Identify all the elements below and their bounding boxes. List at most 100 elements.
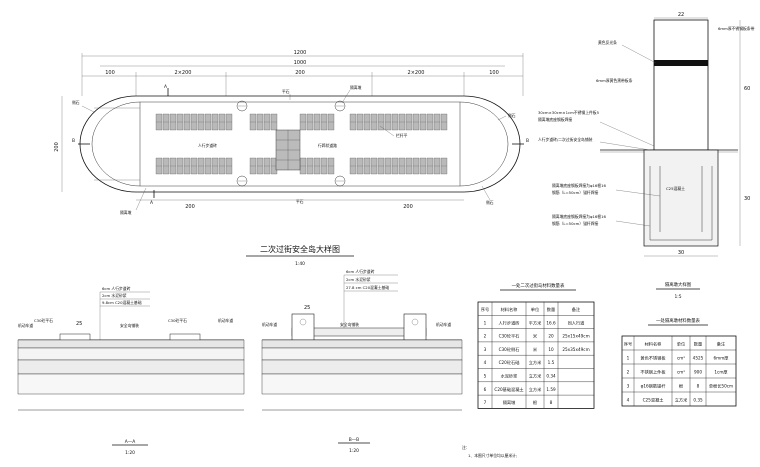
table1-cell: 根 — [533, 399, 538, 406]
pile-dim-top: 22 — [678, 12, 684, 18]
table2-cell: 立方米 — [675, 397, 688, 404]
table1-cell: 隔离墩 — [503, 399, 516, 406]
table1-cell: 2 — [484, 334, 487, 339]
bb-title: B—B — [349, 437, 359, 443]
table1-header-cell: 材料名称 — [501, 306, 518, 313]
pile-dim-h1: 60 — [744, 86, 750, 92]
table2-cell: 0.35 — [693, 398, 703, 403]
aa-note-2: 2cm 水泥砂浆 — [102, 293, 127, 298]
dim-left: 200 — [54, 142, 60, 152]
table1-cell: 25x35x49cm — [562, 347, 589, 352]
pile-label-4: 30cm×30cm×1cm不锈钢上件板5 — [538, 110, 600, 115]
table1-cell: 20 — [548, 334, 554, 339]
aa-label-5: 机动车道 — [218, 318, 233, 323]
pile-label-9: 钢筋（L=50cm）锚杆焊接 — [552, 190, 598, 195]
aa-title: A—A — [125, 439, 135, 445]
dim-seg-5: 100 — [489, 70, 499, 76]
label-side-stone-l: 侧石 — [72, 100, 80, 105]
plan-scale: 1:40 — [295, 261, 305, 267]
table2-title: 一处隔离墩材料数量表 — [656, 317, 701, 324]
table2-cell: 2 — [627, 370, 630, 375]
label-ped-path: 行蹄状道路 — [318, 143, 337, 148]
table1-cell: 10 — [548, 347, 554, 352]
bb-scale: 1:20 — [349, 448, 359, 454]
bb-dim: 25 — [304, 305, 310, 311]
table1-cell: 3 — [484, 347, 487, 352]
bb-note-3: 27.8 cm C20混凝土基础 — [346, 285, 389, 290]
table1-header-cell: 序号 — [481, 306, 489, 313]
notes-line-1: 1、本图尺寸单位均以厘米计; — [468, 453, 517, 458]
dim-seg-2: 2×200 — [175, 70, 192, 76]
pile-title: 隔离墩大样图 — [665, 281, 692, 288]
table2-cell: 不锈钢上件板 — [640, 369, 666, 376]
table2-cell: 单根长50cm — [709, 383, 733, 390]
table2-cell: φ16钢筋锚杆 — [641, 383, 667, 390]
table1-cell: 人行步道砖 — [499, 319, 520, 326]
table2-cell: cm² — [677, 370, 685, 375]
table1-cell: 5 — [484, 374, 487, 379]
bb-note-2: 2cm 水泥砂浆 — [346, 277, 371, 282]
table1-cell: 16.6 — [546, 320, 556, 325]
aa-note-1: 6cm 人行步道砖 — [102, 286, 131, 291]
table2-cell: 黄色不锈钢板 — [640, 355, 666, 362]
bb-note-1: 6cm 人行步道砖 — [346, 269, 375, 274]
label-curb-stone: 平石 — [282, 89, 290, 94]
label-side-stone-br: 侧石 — [486, 200, 494, 205]
table1-cell: 立方米 — [529, 386, 542, 393]
table1-title: 一处二次过街岛材料数量表 — [512, 282, 565, 289]
table2-header-cell: 材料名称 — [645, 341, 662, 348]
table1-header-cell: 数量 — [547, 306, 555, 313]
table1-cell: C30砼侧石 — [499, 346, 520, 353]
label-curb-b: 平石 — [296, 199, 304, 204]
table2-cell: 1 — [627, 356, 630, 361]
aa-label-2: C30砼平石 — [34, 318, 53, 323]
pile-label-7: C25混凝土 — [666, 186, 685, 191]
table1-cell: 0.34 — [546, 374, 556, 379]
plan-view: 1200 1000 100 2×200 200 2×200 100 — [54, 50, 529, 267]
table1-cell: C20基础混凝土 — [494, 386, 523, 393]
dim-seg-4: 2×200 — [408, 70, 425, 76]
table1-cell: 6 — [484, 387, 487, 392]
table1-cell: 同人行道 — [568, 319, 586, 326]
dim-seg-3: 200 — [295, 70, 305, 76]
section-mark-b1: B — [72, 138, 75, 144]
label-sidewalk: 人行步道砖 — [198, 143, 217, 148]
pile-label-1: 6mm厚不锈钢板条带 — [718, 26, 755, 31]
table2-cell: 1cm厚 — [714, 370, 727, 376]
table1-header-cell: 备注 — [572, 306, 581, 313]
bb-label-1: 机动车道 — [262, 322, 277, 327]
table2-header-cell: 序号 — [624, 341, 632, 348]
table1-cell: 立方米 — [529, 359, 542, 366]
aa-scale: 1:20 — [125, 450, 135, 456]
table1-cell: 25x15x49cm — [562, 334, 589, 339]
dim-total: 1200 — [294, 50, 307, 56]
table1-cell: 8 — [550, 400, 553, 405]
pile-label-6: 人行步道砖/二次过街安全岛铺装 — [538, 137, 593, 142]
table2-cell: 根 — [679, 383, 684, 390]
table1-cell: 立方米 — [529, 373, 542, 380]
pile-dim-h2: 30 — [744, 196, 750, 202]
table1-cell: C30砼平石 — [499, 333, 520, 340]
pile-dim-bottom: 30 — [678, 250, 684, 256]
table1-header-cell: 单位 — [531, 306, 539, 313]
label-side-stone-r: 侧石 — [508, 113, 516, 118]
bb-label-3: 安全岛铺装 — [340, 322, 359, 327]
table1-cell: 平方米 — [529, 319, 542, 326]
paving-tiles — [155, 113, 448, 175]
pile-label-11: 钢筋（L=50cm）锚杆焊接 — [552, 221, 598, 226]
table1-cell: 1.59 — [546, 387, 556, 392]
aa-label-1: 机动车道 — [18, 323, 33, 328]
section-mark-a1: A — [164, 84, 167, 90]
table1-cell: 1.5 — [548, 360, 555, 365]
table2-header-cell: 备注 — [717, 341, 726, 348]
table1-cell: 水泥砂浆 — [501, 373, 519, 380]
pile-detail: 22 60 30 30 6mm厚不锈钢板条带 黄色反光条 6mm厚黄色黑带板条 … — [538, 12, 755, 300]
pile-label-2: 黄色反光条 — [598, 40, 617, 45]
table1-cell: C20砼石础 — [499, 359, 520, 366]
pile-label-10: 隔离墩底座钢板焊接为φ16根16 — [552, 214, 607, 219]
table2-header-cell: 数量 — [694, 341, 702, 348]
table2-cell: 6mm厚 — [713, 356, 728, 362]
table1-cell: 米 — [533, 333, 538, 340]
